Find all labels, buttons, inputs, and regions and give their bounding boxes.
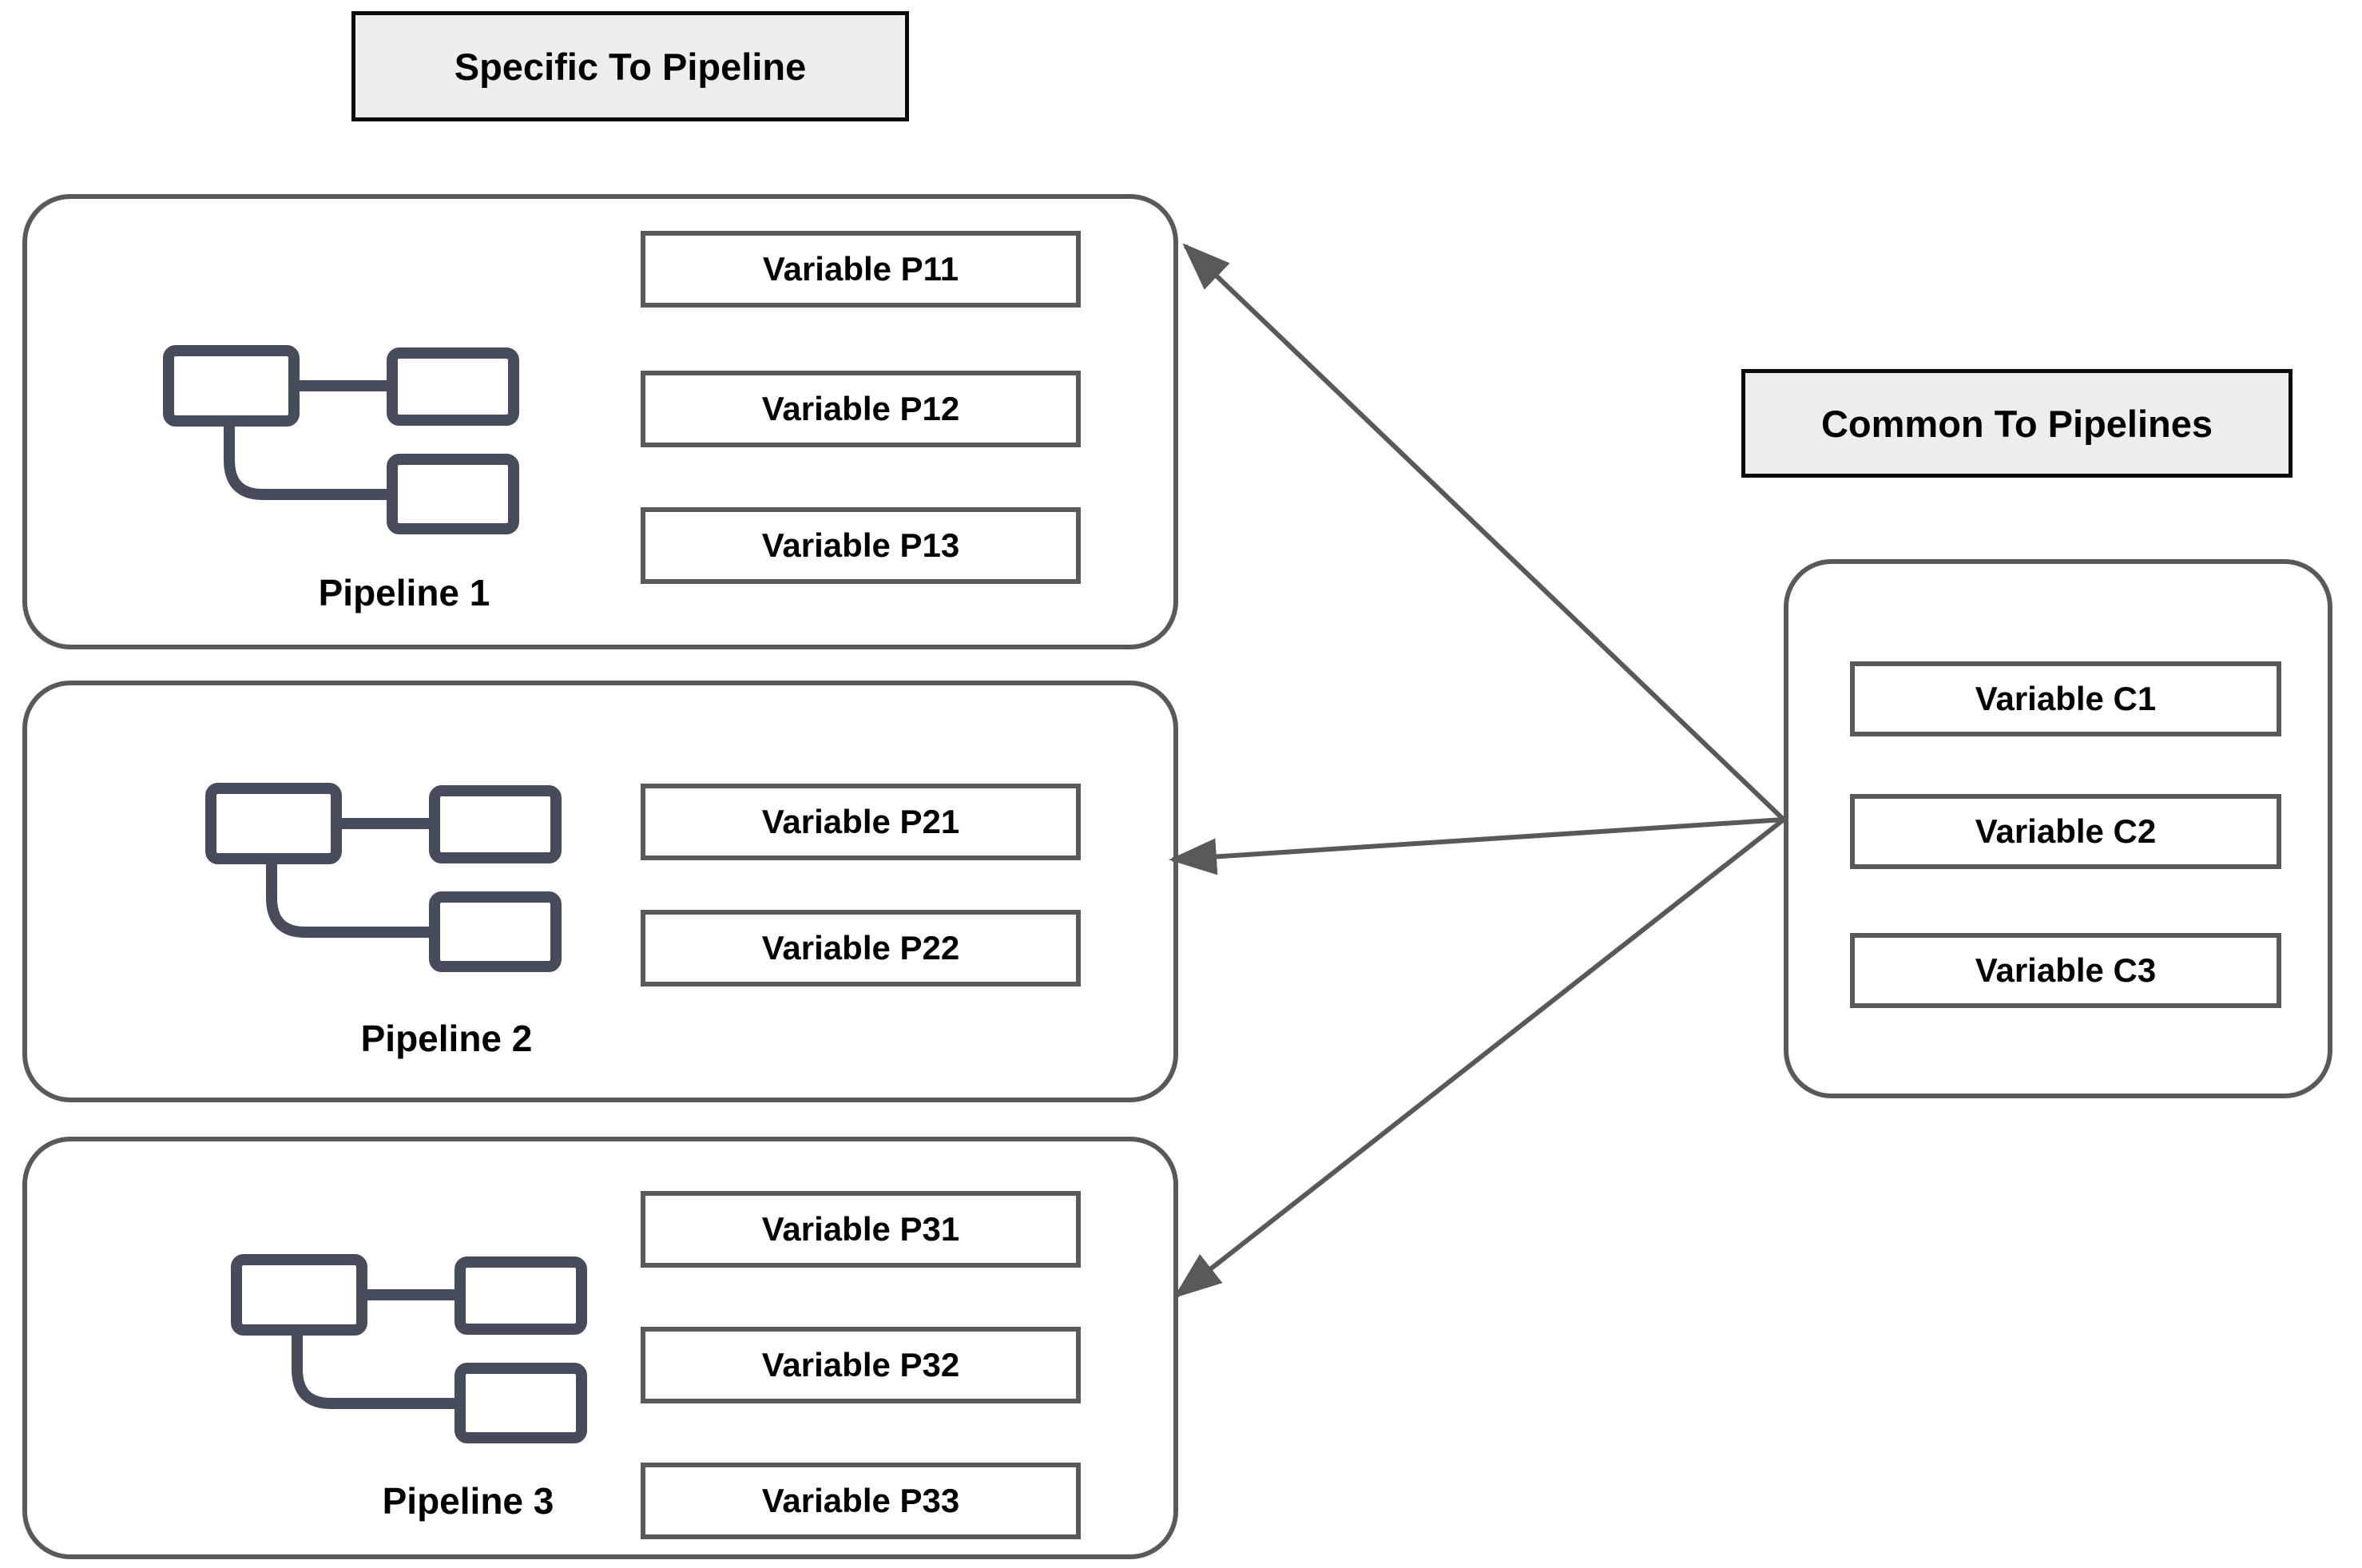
common-to-pipelines-header: Common To Pipelines xyxy=(1741,369,2293,478)
pipeline-1-container: Variable P11 Variable P12 Variable P13 P… xyxy=(22,194,1178,649)
common-variables-container: Variable C1 Variable C2 Variable C3 xyxy=(1784,559,2332,1098)
pipeline-3-container: Variable P31 Variable P32 Variable P33 P… xyxy=(22,1137,1178,1559)
flowchart-icon xyxy=(231,1254,587,1443)
variable-box-p33: Variable P33 xyxy=(641,1463,1081,1539)
variable-box-p13: Variable P13 xyxy=(641,507,1081,584)
arrow-common-to-pipeline-2 xyxy=(1169,817,1784,875)
flowchart-icon xyxy=(163,345,519,534)
arrow-common-to-pipeline-3 xyxy=(1173,817,1785,1299)
specific-to-pipeline-header: Specific To Pipeline xyxy=(351,11,909,121)
variable-box-c2: Variable C2 xyxy=(1850,794,2281,869)
variable-box-p21: Variable P21 xyxy=(641,784,1081,860)
flowchart-icon xyxy=(205,783,562,972)
pipeline-2-label: Pipeline 2 xyxy=(360,1018,533,1059)
arrow-common-to-pipeline-1 xyxy=(1182,243,1786,822)
variable-box-p22: Variable P22 xyxy=(641,910,1081,986)
variable-box-p31: Variable P31 xyxy=(641,1191,1081,1268)
variable-box-c3: Variable C3 xyxy=(1850,933,2281,1008)
variable-box-p11: Variable P11 xyxy=(641,231,1081,308)
pipeline-2-container: Variable P21 Variable P22 Pipeline 2 xyxy=(22,681,1178,1102)
pipeline-1-label: Pipeline 1 xyxy=(318,572,490,613)
variable-box-p12: Variable P12 xyxy=(641,371,1081,447)
variable-box-p32: Variable P32 xyxy=(641,1327,1081,1403)
variable-box-c1: Variable C1 xyxy=(1850,661,2281,736)
pipeline-3-label: Pipeline 3 xyxy=(382,1480,554,1522)
